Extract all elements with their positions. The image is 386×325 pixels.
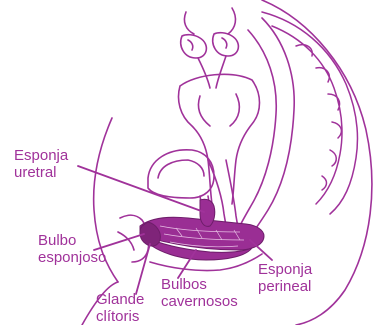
erectile-tissue: [140, 199, 264, 260]
uterus: [179, 74, 260, 204]
label-vestibular-bulb: Bulbo esponjoso: [38, 232, 106, 266]
leader-urethral-sponge: [78, 166, 204, 212]
label-urethral-sponge: Esponja uretral: [14, 147, 68, 181]
rectum: [246, 18, 294, 244]
leader-clitoris-glans: [136, 244, 150, 294]
label-perineal-sponge: Esponja perineal: [258, 261, 312, 295]
label-clitoris-glans: Glande clítoris: [96, 291, 144, 325]
urethral-sponge-tissue: [200, 199, 215, 226]
label-cavernous-bulbs: Bulbos cavernosos: [161, 276, 238, 310]
